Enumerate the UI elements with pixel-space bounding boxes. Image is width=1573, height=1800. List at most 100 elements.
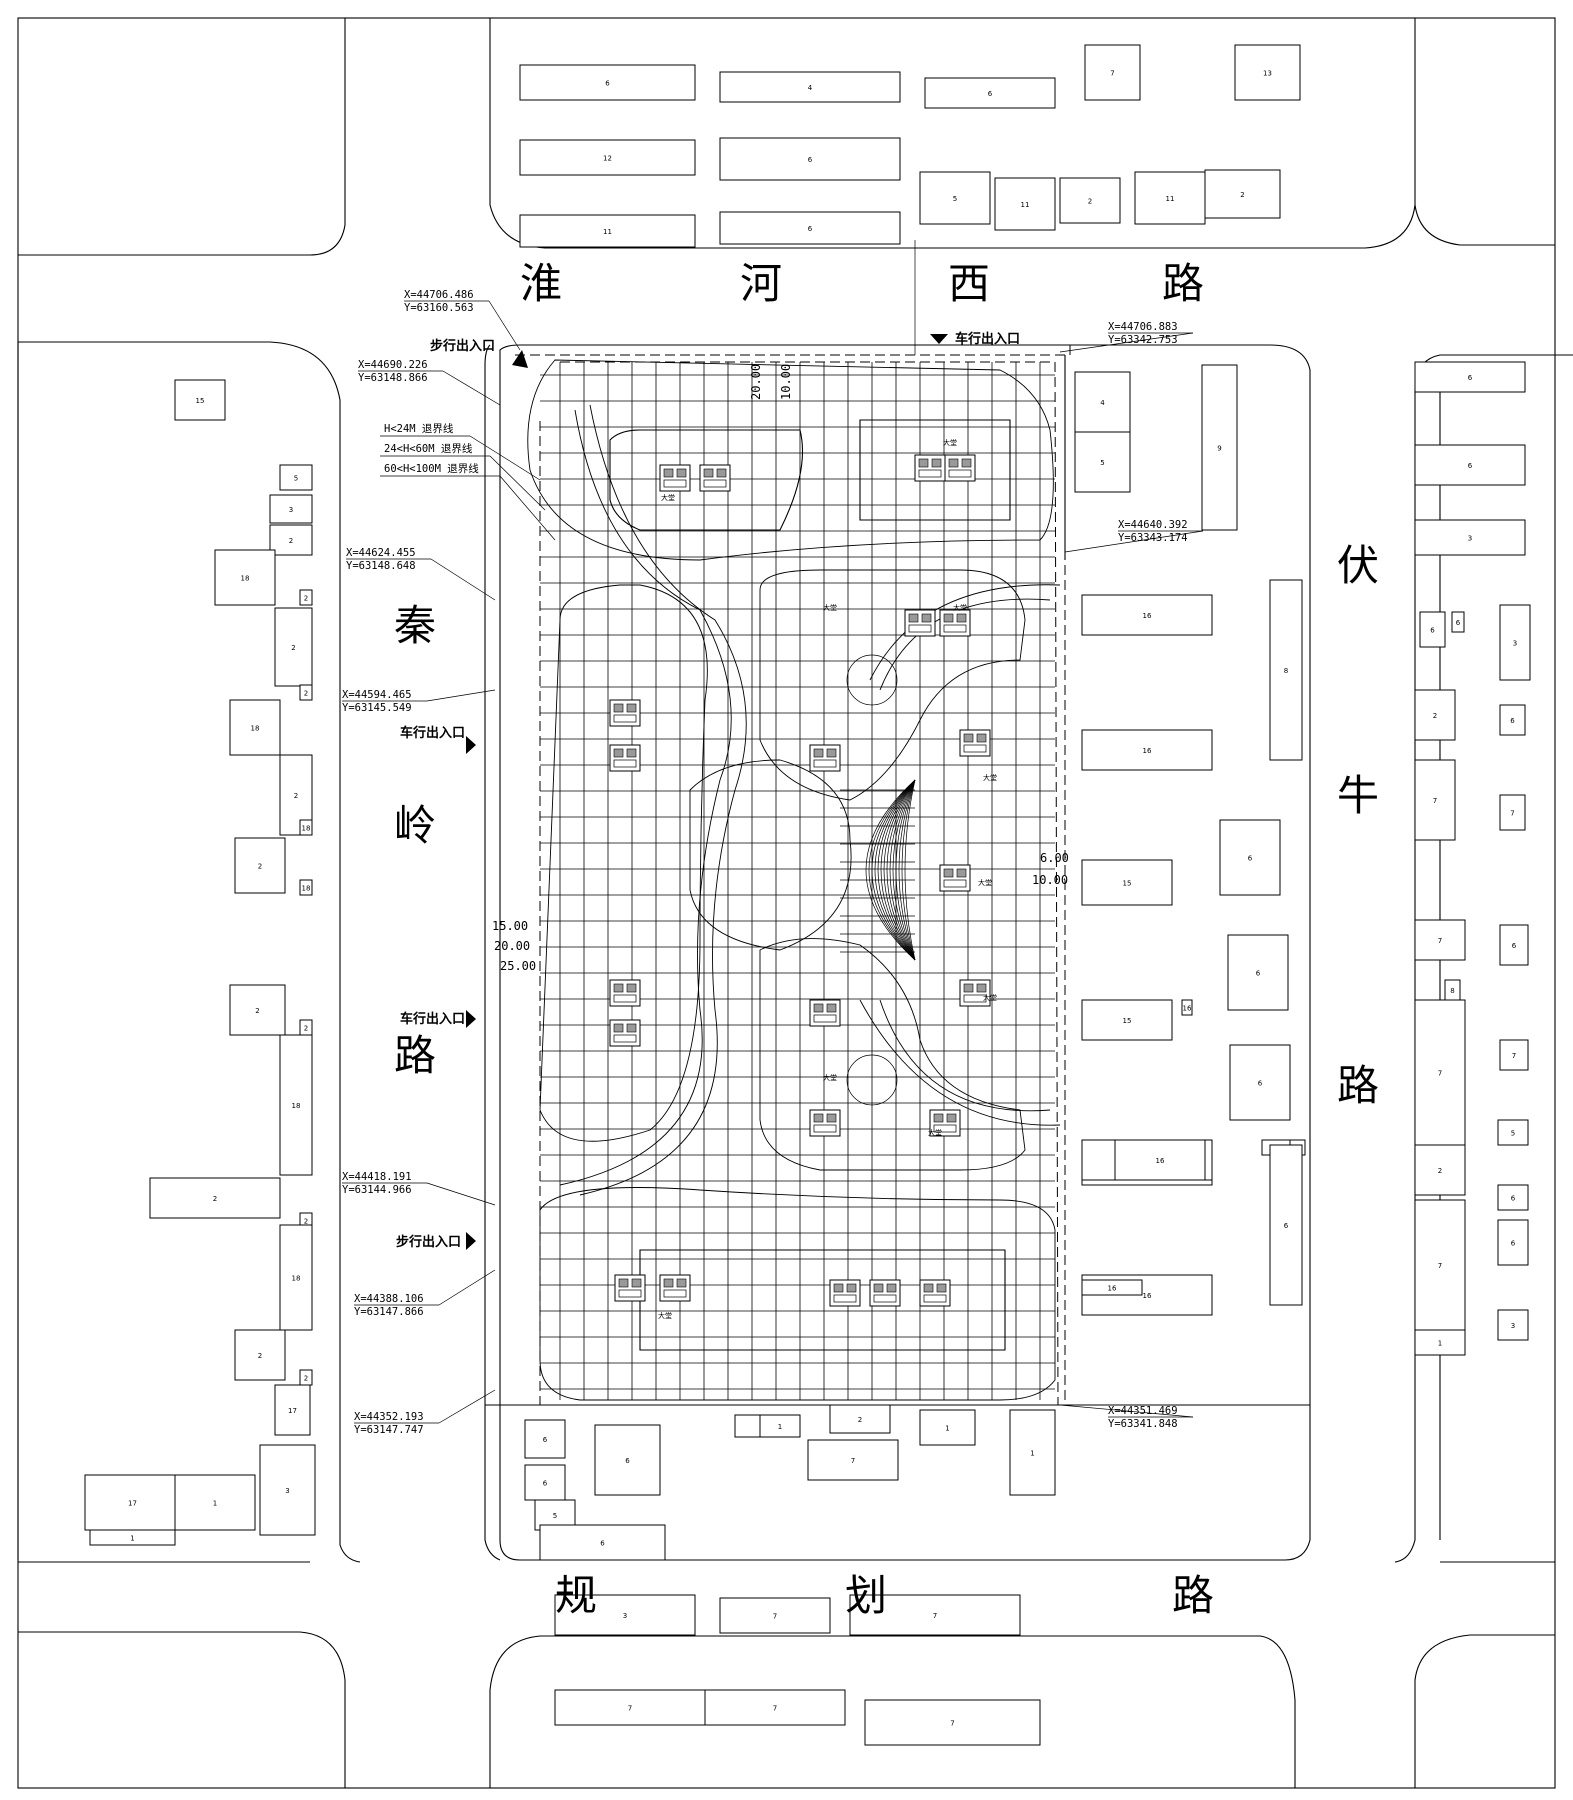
coordinate-callouts: X=44706.486Y=63160.563X=44690.226Y=63148…	[342, 289, 1204, 1436]
building-west: 2	[299, 1019, 313, 1036]
building-south: 1	[1009, 1409, 1056, 1496]
fan-arc	[895, 779, 916, 961]
fan-arc	[901, 779, 916, 961]
sw-pedestrian-arrow	[466, 1232, 476, 1250]
setback-line-label-1: H<24M 退界线	[384, 422, 454, 435]
building-number: 6	[543, 1436, 548, 1444]
building-north: 13	[1234, 44, 1301, 101]
coordinate-x: X=44352.193	[354, 1411, 424, 1423]
coordinate-x: X=44351.469	[1108, 1405, 1178, 1417]
tower-core	[699, 464, 731, 492]
building-number: 18	[251, 725, 260, 733]
fan-arc	[889, 779, 916, 961]
tower-core	[869, 1279, 901, 1307]
building-east: 5	[1074, 431, 1131, 493]
plaza-circles	[846, 654, 898, 1106]
building-far_east: 7	[1414, 759, 1456, 841]
building-number: 3	[1513, 640, 1517, 648]
building-west: 2	[269, 524, 313, 556]
building-west: 2	[229, 984, 286, 1036]
building-south: 6	[524, 1464, 566, 1501]
building-number: 16	[1156, 1157, 1165, 1165]
building-west: 18	[214, 549, 276, 606]
fan-arc	[892, 779, 916, 961]
building-south: 6	[524, 1419, 566, 1459]
west-entrance-2-arrow	[466, 1010, 476, 1028]
building-number: 3	[1468, 535, 1472, 543]
building-east: 6	[1229, 1044, 1291, 1121]
building-north: 12	[519, 139, 696, 176]
building-far_east: 8	[1444, 979, 1461, 1001]
setback-line-label-3: 60<H<100M 退界线	[384, 462, 479, 475]
building-number: 12	[603, 155, 612, 163]
dim-east-1: 6.00	[1040, 851, 1069, 865]
building-south: 1	[919, 1409, 976, 1446]
north-vehicle-entrance-label: 车行出入口	[955, 331, 1020, 347]
building-north: 5	[919, 171, 991, 225]
tower-core	[609, 1019, 641, 1047]
tower-core	[659, 1274, 691, 1302]
building-number: 5	[953, 195, 957, 203]
building-number: 1	[130, 1535, 134, 1543]
coordinate-x: X=44594.465	[342, 689, 412, 701]
building-number: 18	[302, 825, 311, 833]
building-north: 6	[519, 64, 696, 101]
building-number: 8	[1450, 987, 1454, 995]
dim-west-2: 20.00	[494, 939, 530, 953]
building-number: 7	[933, 1612, 937, 1620]
building-north: 2	[1204, 169, 1281, 219]
nw-pedestrian-entrance-label: 步行出入口	[430, 338, 495, 354]
building-far_east: 6	[1499, 924, 1529, 966]
building-far_east: 2	[1414, 689, 1456, 741]
building-number: 7	[1433, 797, 1437, 805]
building-number: 3	[623, 1612, 627, 1620]
building-east: 16	[1081, 594, 1213, 636]
building-number: 5	[1511, 1130, 1515, 1138]
fan-arc	[868, 779, 916, 961]
building-number: 7	[628, 1705, 632, 1713]
tower-core	[929, 1109, 961, 1137]
tower-core	[609, 699, 641, 727]
building-number: 15	[1123, 880, 1132, 888]
lobby-label: 大堂	[983, 993, 997, 1002]
tower-core	[809, 1109, 841, 1137]
west-vehicle-entrance-2-label: 车行出入口	[400, 1011, 465, 1027]
building-number: 1	[1438, 1340, 1442, 1348]
building-number: 6	[808, 156, 813, 164]
tower-core	[904, 609, 936, 637]
building-number: 2	[294, 792, 298, 800]
dim-east-2: 10.00	[1032, 873, 1068, 887]
building-number: 2	[258, 863, 262, 871]
building-number: 18	[241, 575, 250, 583]
building-number: 6	[1468, 462, 1473, 470]
coordinate-y: Y=63148.866	[358, 372, 428, 384]
fan-arc	[880, 779, 916, 961]
building-number: 11	[603, 228, 612, 236]
lobby-label: 大堂	[823, 1073, 837, 1082]
road-north-char-1: 淮	[520, 259, 562, 308]
building-number: 1	[778, 1423, 782, 1431]
building-number: 6	[1510, 717, 1515, 725]
building-number: 1	[1030, 1450, 1034, 1458]
building-number: 6	[543, 1480, 548, 1488]
tower-core	[959, 979, 991, 1007]
building-number: 5	[294, 475, 298, 483]
building-north: 11	[519, 214, 696, 248]
building-far_east: 6	[1497, 1219, 1529, 1266]
lobby-label: 大堂	[658, 1311, 672, 1320]
tower-core	[919, 1279, 951, 1307]
coordinate-y: Y=63145.549	[342, 702, 412, 714]
building-east: 6	[1227, 934, 1289, 1011]
building-number: 2	[291, 644, 295, 652]
dim-north-1: 20.00	[749, 364, 763, 400]
tower-core	[914, 454, 946, 482]
building-south: 7	[864, 1699, 1041, 1746]
